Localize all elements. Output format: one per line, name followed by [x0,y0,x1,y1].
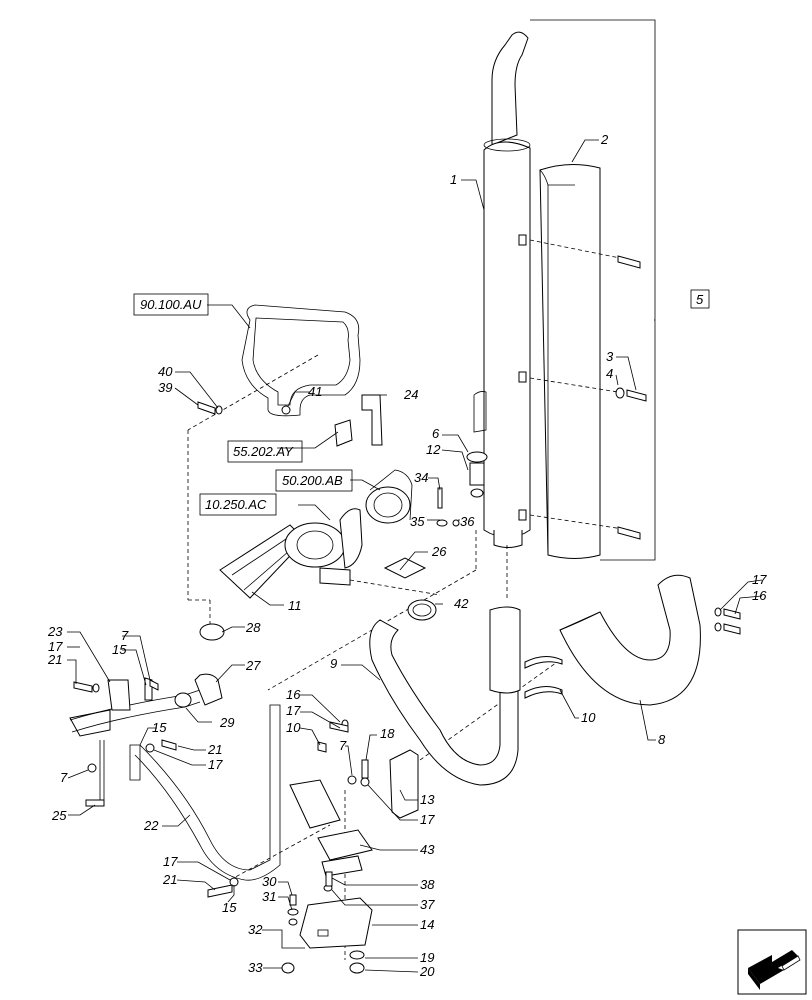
callout-43: 43 [420,842,435,857]
callout-15-e: 15 [222,900,237,915]
bracket-23 [107,677,153,711]
bracket-26 [383,557,427,579]
muffler-bracket-13 [289,749,419,829]
callout-15-left: 15 [112,642,127,657]
callout-42: 42 [454,596,469,611]
callout-36: 36 [460,514,475,529]
svg-text:50.200.AB: 50.200.AB [282,473,343,488]
callout-8: 8 [658,732,666,747]
callout-12: 12 [426,442,441,457]
handrail-upper [241,304,361,417]
callout-29: 29 [219,715,234,730]
callout-41: 41 [308,384,322,399]
ref-box-55-202-ay[interactable]: 55.202.AY [227,440,303,463]
callout-35: 35 [410,514,425,529]
fasteners [73,401,460,974]
heat-shield-bolts [529,239,647,540]
callout-38: 38 [420,877,435,892]
callout-7-c: 7 [339,738,347,753]
callout-27: 27 [245,658,261,673]
callout-25: 25 [51,808,67,823]
callout-17-c: 17 [286,703,301,718]
mount-plate-43 [317,829,373,877]
callout-17-left: 17 [48,639,63,654]
callout-17-right: 17 [752,572,767,587]
group-bracket-5 [530,19,656,561]
exhaust-pipe-9 [369,606,521,786]
svg-text:90.100.AU: 90.100.AU [140,297,202,312]
turbocharger-assembly [219,508,363,599]
callout-14: 14 [420,917,434,932]
callout-24: 24 [403,387,418,402]
clamps-10 [524,656,563,699]
callout-7-left: 7 [121,628,129,643]
callout-17-mid: 17 [208,757,223,772]
callout-16-right: 16 [752,588,767,603]
callout-10-right: 10 [581,710,596,725]
callout-31: 31 [262,889,276,904]
svg-text:55.202.AY: 55.202.AY [233,444,294,459]
callout-23: 23 [47,624,63,639]
ref-box-10-250-ac[interactable]: 10.250.AC [199,493,277,516]
callout-40: 40 [158,364,173,379]
callout-10-mid: 10 [286,720,301,735]
bracket-24 [334,394,383,447]
svg-text:10.250.AC: 10.250.AC [205,497,267,512]
callout-4: 4 [606,366,613,381]
callout-13: 13 [420,792,435,807]
callout-39: 39 [158,380,172,395]
callout-15-mid: 15 [152,720,167,735]
intake-elbow [365,469,413,524]
callout-26: 26 [431,544,447,559]
callout-30: 30 [262,874,277,889]
callout-6: 6 [432,426,440,441]
callout-21-left: 21 [47,652,62,667]
heat-shield [539,164,601,559]
callout-21-mid: 21 [207,742,222,757]
exhaust-clamp [466,451,488,498]
leader-lines [67,139,763,973]
callout-9: 9 [330,656,337,671]
callout-32: 32 [248,922,263,937]
callout-34: 34 [414,470,428,485]
callout-16-mid: 16 [286,687,301,702]
ref-box-90-100-au[interactable]: 90.100.AU [133,293,209,316]
callout-21-e: 21 [162,872,177,887]
callout-7-mid: 7 [60,770,68,785]
callout-19: 19 [420,950,434,965]
ref-box-5[interactable]: 5 [690,289,710,309]
callout-22: 22 [143,818,159,833]
callout-33: 33 [248,960,263,975]
callout-11: 11 [288,598,302,613]
callout-labels: 1 2 3 4 6 12 34 35 36 26 42 24 40 39 41 … [47,132,767,979]
lower-handrail [69,689,281,881]
callout-17-e: 17 [163,854,178,869]
next-page-arrow-icon[interactable] [737,929,807,995]
clamp-42 [407,599,437,621]
elbow-8 [559,574,701,706]
exhaust-stack [473,31,531,548]
bolts-16-17 [714,607,741,635]
callout-3: 3 [606,349,614,364]
callout-20: 20 [419,964,435,979]
callout-28: 28 [245,620,261,635]
callout-18: 18 [380,726,395,741]
svg-text:5: 5 [696,292,704,307]
bracket-14 [299,897,373,949]
callout-1: 1 [450,172,457,187]
intake-elbow-27 [174,623,225,708]
ref-box-50-200-ab[interactable]: 50.200.AB [275,469,353,492]
callout-2: 2 [600,132,609,147]
callout-37: 37 [420,897,435,912]
callout-17-d: 17 [420,812,435,827]
